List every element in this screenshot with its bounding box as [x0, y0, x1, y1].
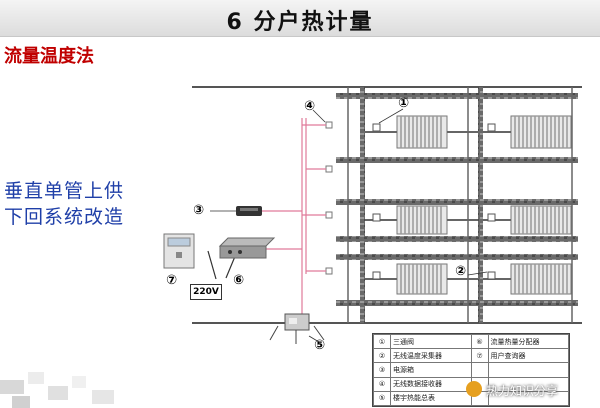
signal-wires [262, 118, 326, 314]
callout-2: ② [455, 264, 467, 279]
receiver-node [325, 121, 333, 129]
deco-square [12, 396, 30, 408]
title-bar: 6 分户热计量 [0, 0, 600, 37]
legend-row: ① 三通阀 ⑥ 流量热量分配器 [373, 333, 569, 350]
radiator-1-2 [510, 115, 572, 149]
legend-num [470, 362, 489, 378]
deco-square [0, 380, 24, 394]
pipe-run [336, 199, 578, 205]
temp-sensor [487, 271, 496, 280]
callout-5: ⑤ [314, 338, 326, 353]
radiator-3-1 [396, 263, 448, 295]
callout-7: ⑦ [166, 273, 178, 288]
pipe-run [336, 93, 578, 99]
legend-num: ③ [373, 362, 391, 378]
deco-square [72, 376, 86, 388]
three-way-valve [372, 123, 381, 132]
method-title: 流量温度法 [4, 46, 94, 67]
building-heat-meter [269, 313, 325, 344]
side-text-line-1: 垂直单管上供 [4, 180, 125, 202]
radiator-2-1 [396, 205, 448, 235]
legend-num: ② [373, 348, 391, 364]
deco-square [28, 372, 44, 384]
callout-leaders [210, 108, 488, 343]
page-title: 6 分户热计量 [226, 10, 374, 35]
callout-3: ③ [193, 203, 205, 218]
three-way-valve [487, 213, 496, 222]
legend-right: 流量热量分配器 [487, 333, 569, 350]
callout-1: ① [398, 96, 410, 111]
voltage-label: 220V [190, 284, 222, 300]
callout-6: ⑥ [233, 273, 245, 288]
pipe-run [336, 157, 578, 163]
riser-pipe [360, 87, 365, 323]
legend-num: ⑥ [470, 333, 489, 350]
three-way-valve [487, 123, 496, 132]
legend-right [487, 390, 569, 407]
deco-square [92, 390, 114, 404]
user-query-cabinet [163, 233, 195, 269]
legend-left: 三通阀 [390, 333, 472, 350]
legend-row: ⑤ 楼宇热能总表 [373, 390, 569, 407]
receiver-node [325, 211, 333, 219]
pipe-run [336, 300, 578, 306]
riser-pipe [478, 87, 483, 323]
radiator-1-1 [396, 115, 448, 149]
legend-num: ⑤ [373, 390, 391, 407]
legend-left: 电源箱 [390, 362, 472, 378]
receiver-node [325, 165, 333, 173]
radiator-2-2 [510, 205, 572, 235]
legend-right: 用户查询器 [487, 348, 569, 364]
watermark-text: 热力知识分享 [486, 384, 559, 398]
legend-left: 无线数据接收器 [390, 376, 472, 392]
receiver-node [325, 267, 333, 275]
temp-sensor [372, 271, 381, 280]
pipe-run [336, 236, 578, 242]
three-way-valve [372, 213, 381, 222]
legend-right [487, 362, 569, 378]
legend-left: 无线温度采集器 [390, 348, 472, 364]
legend-num: ④ [373, 376, 391, 392]
legend-num: ① [373, 333, 391, 350]
pipe-run [336, 254, 578, 260]
radiator-3-2 [510, 263, 572, 295]
power-box-device [236, 206, 262, 216]
deco-square [48, 386, 68, 400]
heat-distributor-device [218, 237, 276, 259]
legend-row: ③ 电源箱 [373, 362, 569, 378]
watermark-logo-icon [466, 381, 482, 397]
side-text-line-2: 下回系统改造 [4, 206, 125, 228]
callout-4: ④ [304, 99, 316, 114]
legend-num: ⑦ [470, 348, 489, 364]
legend-left: 楼宇热能总表 [390, 390, 472, 407]
legend-row: ② 无线温度采集器 ⑦ 用户查询器 [373, 348, 569, 364]
